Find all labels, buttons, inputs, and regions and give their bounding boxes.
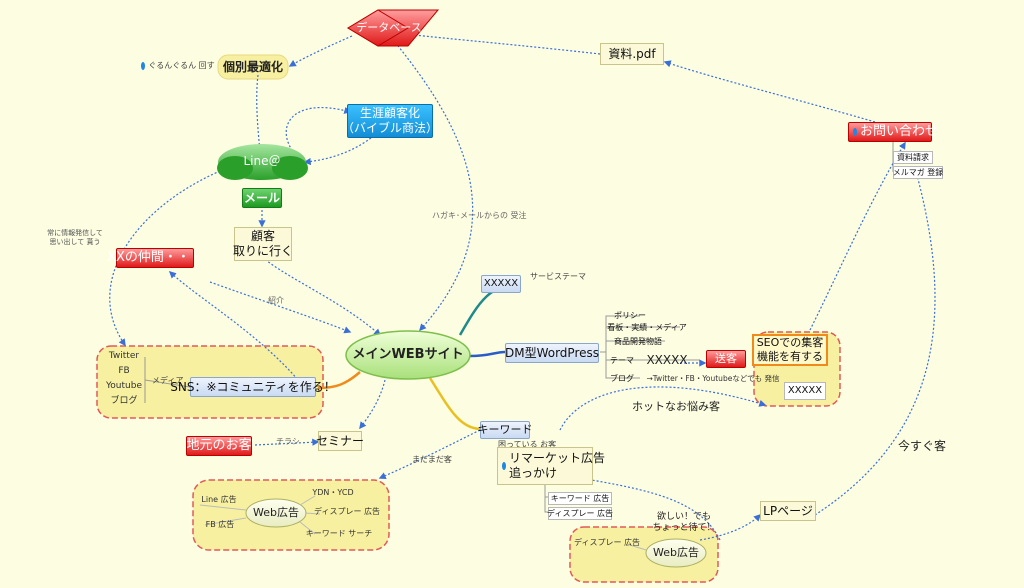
guruguru-text: ぐるんぐるん 回す: [148, 61, 215, 70]
seminar-node[interactable]: セミナー: [316, 431, 364, 451]
edge-label-kodawari: 困っている お客: [498, 439, 556, 449]
line-label[interactable]: Line＠: [243, 153, 281, 168]
web-ad-right-ellipse: [645, 538, 707, 568]
edge-label-shokai: 紹介: [268, 295, 284, 305]
shiryo-seikyu-item: 資料請求: [893, 151, 933, 164]
keyword-search-label: キーワード サーチ: [305, 529, 373, 538]
sns-item-blog: ブログ: [110, 396, 138, 407]
link-icon: [502, 462, 506, 470]
lifetime-customer-node[interactable]: 生涯顧客化 （バイブル商法）: [342, 104, 438, 138]
hot-trouble-label: ホットなお悩み客: [632, 400, 720, 414]
mailmag-item: メルマガ 登録: [893, 166, 943, 179]
sns-community-node[interactable]: SNS：※コミュニティを作る！: [170, 377, 336, 397]
xxxxx-theme-node[interactable]: XXXXX: [646, 352, 688, 367]
branch-to-sns: [317, 371, 361, 390]
edge-label-media: メディア: [152, 375, 183, 385]
xx-friends-node[interactable]: XXの仲間・・・: [107, 248, 203, 268]
blog-item: ブログ: [610, 373, 634, 383]
sns-subtree-lines: [144, 357, 191, 403]
main-website-node[interactable]: [345, 330, 471, 380]
branch-to-dm: [469, 350, 506, 358]
dm-subtree-lines: [600, 315, 700, 379]
always-info-label: 常に情報発信して 思い出して 貰う: [47, 229, 103, 246]
customer-go-node[interactable]: 顧客 取りに行く: [233, 227, 293, 261]
edge-label-chirashi: チラシ: [276, 437, 300, 446]
blog-note: →Twitter・FB・Youtubeなどでも 発信: [646, 373, 780, 383]
policy-item: ポリシー: [614, 310, 646, 320]
web-ad-left-label[interactable]: Web広告: [253, 506, 299, 520]
display-ad-item: ディスプレー 広告: [547, 507, 613, 520]
imasugu-label: 今すぐ客: [897, 438, 946, 453]
theme-item: テーマ: [610, 355, 634, 365]
line-cloud-node[interactable]: [217, 144, 308, 180]
keyword-node[interactable]: キーワード: [478, 421, 533, 439]
local-customer-node[interactable]: 地元のお客: [186, 436, 252, 456]
lp-node[interactable]: LPページ: [760, 501, 816, 521]
soukyaku-node[interactable]: 送客: [706, 350, 746, 368]
relationship-arrows: [109, 29, 936, 541]
edge-label-service-theme: サービステーマ: [530, 272, 586, 281]
display-ad-left-label: ディスプレー 広告: [314, 507, 380, 516]
display-ad-right-label: ディスプレー 広告: [574, 538, 640, 547]
remarketing-node[interactable]: リマーケット広告 追っかけ: [497, 447, 605, 485]
link-icon: [853, 128, 857, 136]
seo-node[interactable]: SEOでの集客 機能を有する: [752, 334, 828, 366]
remarketing-text: リマーケット広告 追っかけ: [509, 451, 606, 480]
edge-label-hagaki: ハガキ･メールからの 受注: [432, 210, 527, 220]
inquiry-node[interactable]: お問い合わせ: [848, 122, 938, 142]
web-ad-right-label[interactable]: Web広告: [653, 546, 699, 560]
hoshii-label: 欲しい！でも ちょっと待て！: [652, 511, 716, 533]
line-ad-label: Line 広告: [201, 495, 237, 504]
individual-optimization-node[interactable]: 個別最適化: [222, 59, 283, 74]
keyword-ad-item: キーワード 広告: [548, 492, 612, 505]
sns-item-youtube: Youtube: [106, 381, 142, 392]
fb-ad-label: FB 広告: [205, 520, 235, 529]
guruguru-label: ぐるんぐるん 回す: [141, 60, 215, 72]
sns-item-fb: FB: [118, 366, 130, 377]
shiryo-pdf-node[interactable]: 資料.pdf: [600, 43, 664, 65]
xxxxx-top-node[interactable]: XXXXX: [481, 275, 521, 293]
cloud-individual: [217, 54, 289, 80]
web-ad-left-spokes: [199, 495, 647, 551]
kanban-item: 看板・実績・メディア: [607, 322, 687, 332]
dm-wordpress-node[interactable]: DM型WordPress: [505, 343, 599, 363]
xxxxx-right-node[interactable]: XXXXX: [784, 382, 826, 400]
edge-label-madamada: まだまだ客: [412, 454, 452, 464]
branch-to-keyword: [428, 377, 481, 431]
main-website-label[interactable]: メインWEBサイト: [352, 346, 464, 362]
mail-node[interactable]: メール: [242, 188, 282, 208]
database-label[interactable]: データベース: [356, 21, 422, 35]
ydn-label: YDN・YCD: [312, 488, 354, 497]
inquiry-text: お問い合わせ: [860, 123, 939, 139]
product-story-item: 商品開発物語: [614, 336, 662, 346]
link-icon: [141, 62, 146, 70]
sns-item-twitter: Twitter: [108, 351, 140, 362]
